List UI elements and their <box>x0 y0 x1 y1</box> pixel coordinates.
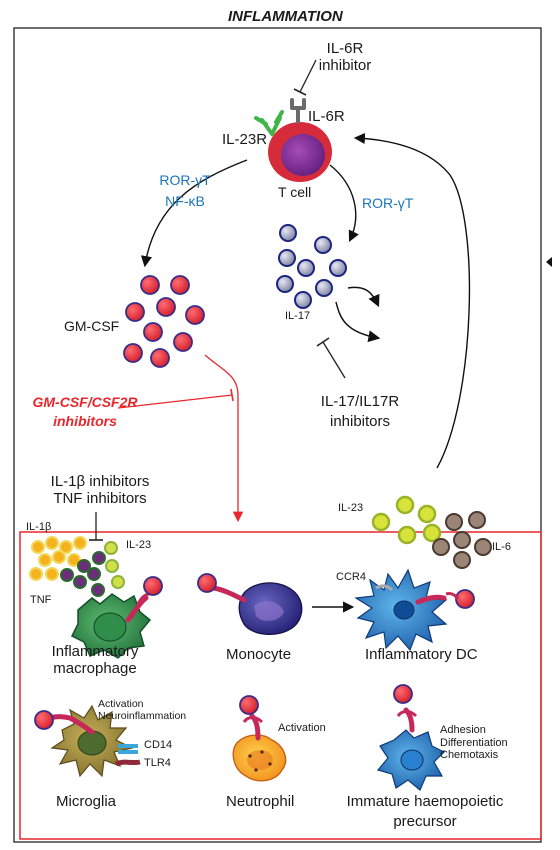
precursor-line-1: Immature haemopoietic <box>346 793 504 810</box>
inflammatory-dc-cell <box>354 568 475 652</box>
il17-inhibition-bar <box>316 337 330 347</box>
cd14-receptor-icon <box>118 744 138 754</box>
il17-inhibitors-label: IL-17/IL17R inhibitors <box>305 393 415 431</box>
arrow-tcell-to-il17 <box>329 164 359 243</box>
il17-arrow-1 <box>347 286 380 308</box>
tf-left-label: ROR-γT NF-κB <box>155 172 215 209</box>
tnf-label: TNF <box>30 594 52 606</box>
il17-dots <box>276 224 347 309</box>
il23-right-label: IL-23 <box>338 502 364 514</box>
precursor-line-2: precursor <box>393 813 457 831</box>
il6r-inhibitor-line-2: inhibitor <box>318 57 372 75</box>
il6r-label: IL-6R <box>308 108 345 125</box>
il6-dots <box>432 511 492 569</box>
gmcsf-inhibition-line <box>117 394 233 409</box>
precursor-note-differentiation: Differentiation <box>440 736 508 749</box>
precursor-notes: Adhesion Differentiation Chemotaxis <box>440 724 508 762</box>
tlr4-receptor-icon <box>114 759 141 767</box>
il23r-label: IL-23R <box>222 131 268 148</box>
gmcsf-dots <box>123 275 205 368</box>
ror-gt-left: ROR-γT <box>159 172 211 188</box>
precursor-label: Immature haemopoietic precursor <box>330 793 520 831</box>
tlr4-label: TLR4 <box>144 757 171 769</box>
il6r-inhibition-bar <box>293 88 307 96</box>
microglia-note-activation: Activation <box>98 698 144 710</box>
neutrophil-note: Activation <box>278 722 326 734</box>
precursor-note-chemotaxis: Chemotaxis <box>440 749 499 762</box>
microglia-cell <box>34 704 141 778</box>
gmcsf-label: GM-CSF <box>64 318 120 334</box>
il17-inhibition-line <box>322 341 346 379</box>
microglia-note-neuroinflammation: Neuroinflammation <box>98 710 187 723</box>
il17-arrow-2 <box>335 301 381 343</box>
precursor-note-adhesion: Adhesion <box>440 724 486 736</box>
arrow-il6-to-il6r <box>353 132 471 469</box>
monocyte-cell <box>197 573 303 635</box>
inflammatory-macrophage-line-2: macrophage <box>53 660 137 678</box>
cytokine-cluster-left <box>29 536 125 597</box>
monocyte-label: Monocyte <box>226 646 292 663</box>
il23r-receptor-icon <box>254 110 284 136</box>
il1b-inhibitors-line: IL-1β inhibitors <box>50 473 150 490</box>
il1b-tnf-inhibitors-label: IL-1β inhibitors TNF inhibitors <box>40 473 160 508</box>
ror-gt-right-label: ROR-γT <box>362 195 414 211</box>
t-cell <box>254 98 332 182</box>
arrow-tcell-to-gmcsf <box>140 159 248 268</box>
il6r-receptor-icon <box>290 98 306 124</box>
ccr4-receptor-icon <box>375 584 394 592</box>
il17-inhibitors-line-1: IL-17/IL17R <box>320 393 400 410</box>
neutrophil-cell <box>232 695 287 782</box>
inflammatory-dc-label: Inflammatory DC <box>365 646 478 663</box>
il6r-inhibitor-line-1: IL-6R <box>326 40 364 57</box>
gmcsf-inhibitors-label: GM-CSF/CSF2R inhibitors <box>20 394 150 429</box>
neutrophil-label: Neutrophil <box>226 793 295 810</box>
cell-types-box <box>19 531 542 840</box>
tnf-inhibitors-line: TNF inhibitors <box>53 490 147 508</box>
il6r-inhibitor-label: IL-6R inhibitor <box>315 40 375 75</box>
gmcsf-inhibition-bar <box>230 388 234 402</box>
edge-arrowhead <box>546 257 552 267</box>
il1b-label: IL-1β <box>26 521 52 533</box>
il17-inhibitors-line-2: inhibitors <box>329 413 391 431</box>
outer-frame <box>13 27 542 843</box>
arrow-gmcsf-to-box <box>204 354 244 523</box>
diagram-title: INFLAMMATION <box>228 8 343 25</box>
microglia-notes: Activation Neuroinflammation <box>98 698 186 722</box>
nf-kb-label: NF-κB <box>165 193 205 210</box>
il17-label: IL-17 <box>285 310 311 322</box>
inflammatory-macrophage-label: Inflammatory macrophage <box>40 643 150 678</box>
microglia-label: Microglia <box>56 793 117 810</box>
il6r-inhibition-line <box>299 59 317 93</box>
gmcsf-inhibitors-line-1: GM-CSF/CSF2R <box>32 394 138 410</box>
il23-box-label: IL-23 <box>126 539 152 551</box>
inflammatory-macrophage-line-1: Inflammatory <box>51 643 139 660</box>
precursor-cell <box>376 684 446 791</box>
inflammatory-macrophage-cell <box>70 576 163 659</box>
gmcsf-inhibitors-line-2: inhibitors <box>53 413 117 430</box>
il23-right-dots <box>371 495 442 545</box>
t-cell-label: T cell <box>278 184 312 200</box>
il6-label: IL-6 <box>492 541 511 553</box>
ccr4-label: CCR4 <box>336 571 366 583</box>
cd14-label: CD14 <box>144 739 173 751</box>
